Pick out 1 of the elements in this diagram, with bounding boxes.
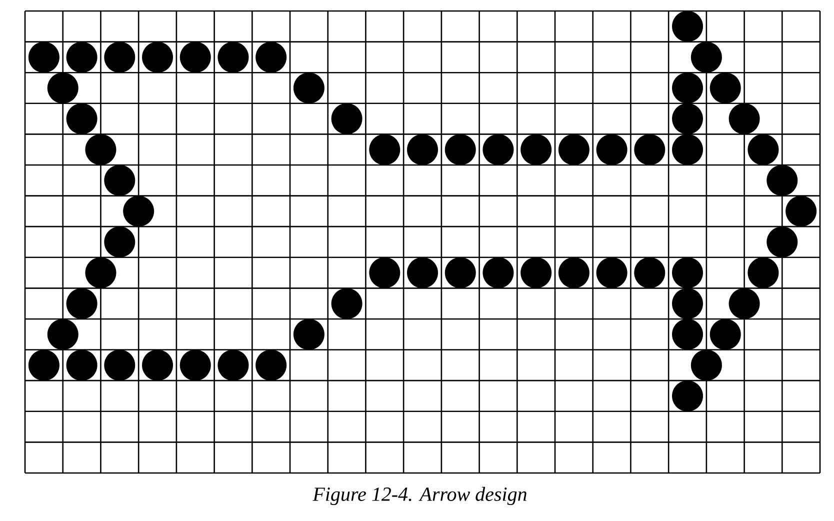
caption: Figure 12-4. Arrow design (312, 486, 526, 506)
